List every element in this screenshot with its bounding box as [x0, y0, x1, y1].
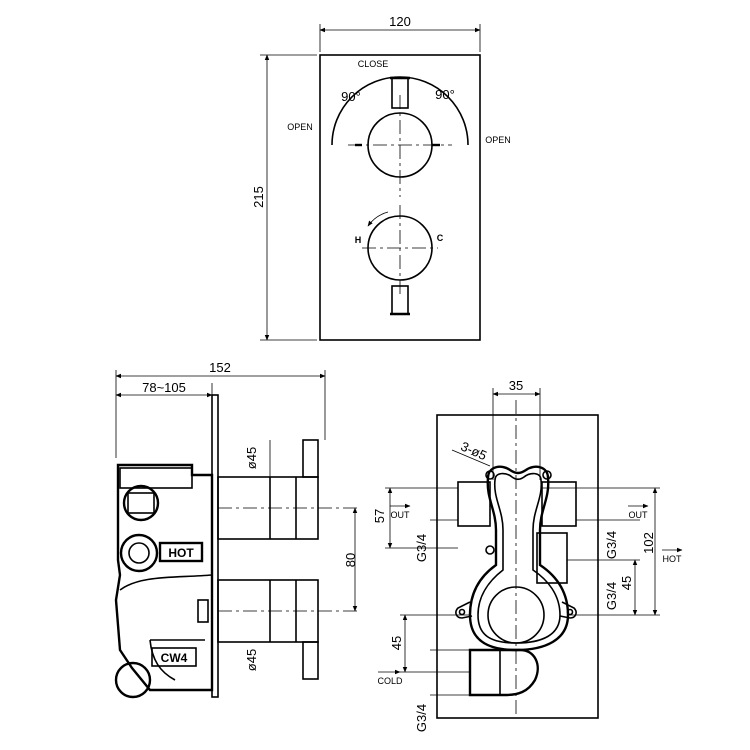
rear-dim-45-left: 45 — [389, 636, 404, 650]
upper-diameter: ø45 — [244, 447, 259, 469]
rotation-arrow — [367, 211, 389, 227]
rear-plate — [436, 414, 599, 719]
cold-inlet-pipe — [468, 648, 539, 697]
open-right-label: OPEN — [485, 135, 511, 145]
thread-bottom: G3/4 — [414, 704, 429, 732]
left-angle-label: 90° — [341, 89, 361, 104]
side-port-upper — [122, 484, 160, 522]
side-total-depth: 152 — [209, 360, 231, 375]
right-outlet-pipe — [541, 481, 577, 527]
thread-right-2: G3/4 — [604, 582, 619, 610]
front-plate — [319, 54, 481, 341]
cold-stamp: CW4 — [161, 651, 188, 665]
out-left-label: OUT — [391, 510, 411, 520]
side-port-middle — [119, 533, 159, 573]
rear-dim-57: 57 — [372, 509, 387, 523]
cold-stamp-box — [151, 647, 197, 667]
spindle-spacing-dim: 80 — [343, 553, 358, 567]
lower-spindle-cap — [302, 641, 319, 680]
hot-mark: H — [355, 235, 362, 245]
hot-stamp: HOT — [168, 546, 194, 560]
right-angle-label: 90° — [435, 87, 455, 102]
rear-body — [468, 465, 570, 652]
lower-diameter: ø45 — [244, 649, 259, 671]
cold-mark: C — [437, 233, 444, 243]
out-right-label: OUT — [629, 510, 649, 520]
cold-label: COLD — [377, 676, 403, 686]
front-height-dim: 215 — [251, 186, 266, 208]
rear-view: 35 3-ø5 102 45 OUT — [372, 378, 683, 732]
front-view: 120 215 CLOSE 90° 90° OPEN OPEN H C — [251, 14, 511, 341]
close-label: CLOSE — [358, 59, 389, 69]
upper-spindle-cap — [302, 439, 319, 478]
thread-left: G3/4 — [414, 534, 429, 562]
rear-top-width: 35 — [509, 378, 523, 393]
thread-right-1: G3/4 — [604, 531, 619, 559]
rear-dim-45-right: 45 — [619, 576, 634, 590]
open-left-label: OPEN — [287, 122, 313, 132]
right-inlet-pipe — [536, 532, 568, 584]
side-view: 152 78~105 HOT CW4 ø45 — [114, 360, 360, 699]
side-depth-range: 78~105 — [142, 380, 186, 395]
front-width-dim: 120 — [389, 14, 411, 29]
left-outlet-pipe — [457, 481, 491, 527]
valve-body — [114, 463, 214, 692]
side-port-lower — [114, 661, 152, 699]
rear-dim-102: 102 — [641, 532, 656, 554]
hot-stamp-box — [158, 541, 204, 563]
hot-label: HOT — [663, 554, 683, 564]
